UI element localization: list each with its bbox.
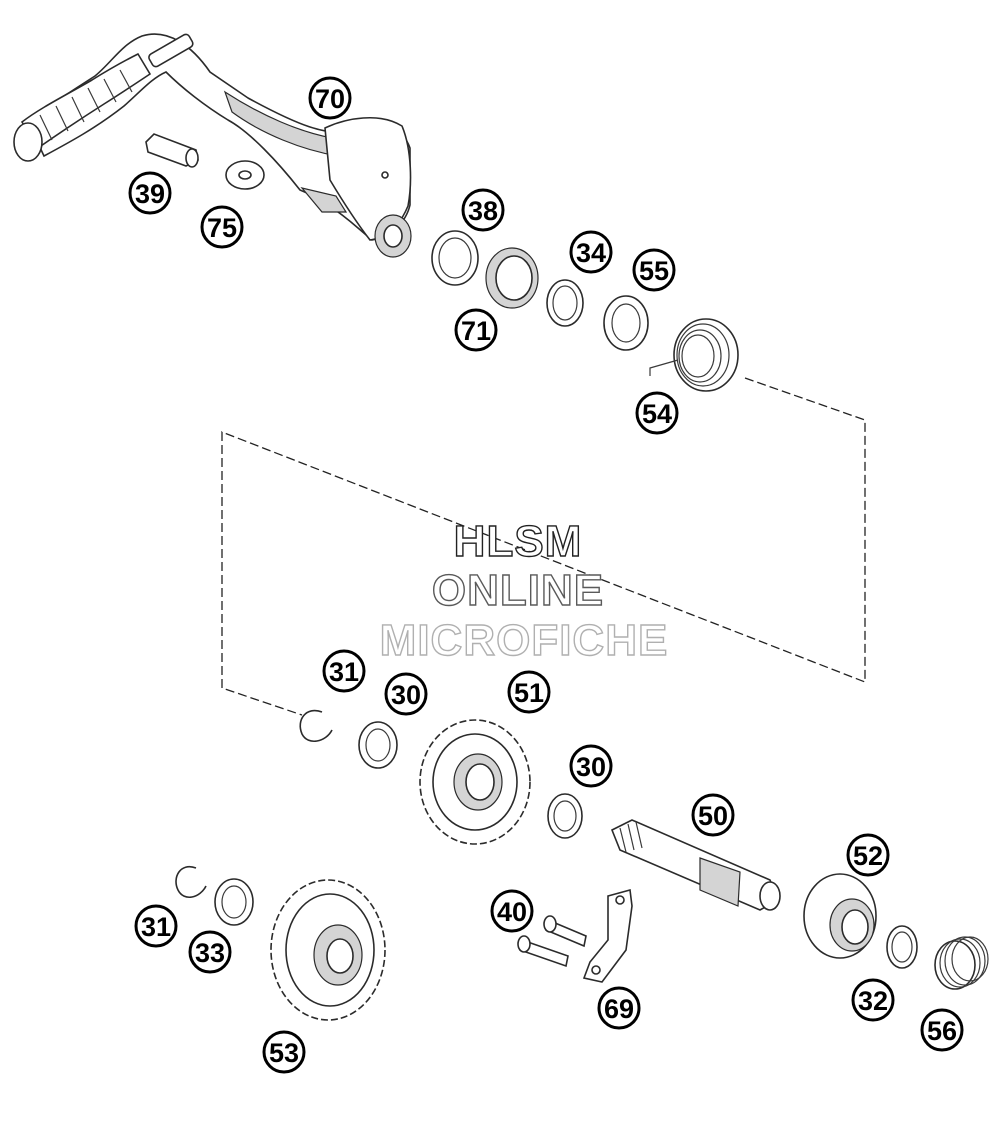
callout-56-compression-spring[interactable]: 56: [920, 1008, 964, 1052]
callout-51-kick-starter-gear[interactable]: 51: [507, 670, 551, 714]
callout-number: 54: [642, 399, 672, 429]
callout-number: 52: [853, 841, 883, 871]
callout-52-ratchet-wheel[interactable]: 52: [846, 833, 890, 877]
callout-number: 50: [698, 801, 728, 831]
seal-ring-part[interactable]: [431, 230, 479, 286]
callout-number: 30: [576, 752, 606, 782]
watermark-line-2: ONLINE: [432, 566, 604, 615]
callout-75-washer[interactable]: 75: [200, 205, 244, 249]
watermark-line-3: MICROFICHE: [380, 616, 669, 665]
stop-plate-part[interactable]: [582, 888, 633, 983]
callout-33-washer[interactable]: 33: [188, 930, 232, 974]
callout-circle: [920, 1008, 964, 1052]
callout-circle: [569, 744, 613, 788]
callout-circle: [691, 793, 735, 837]
compression-spring-part[interactable]: [934, 936, 989, 990]
bushing-part[interactable]: [485, 247, 539, 309]
washer-30-right-part[interactable]: [547, 793, 583, 839]
callout-32-washer[interactable]: 32: [851, 978, 895, 1022]
screw-part[interactable]: [517, 915, 587, 968]
callout-number: 30: [391, 680, 421, 710]
callout-circle: [507, 670, 551, 714]
callout-labels: 70 39 75 38 71 34 55 54 31 30 51 30 50 52 31 33 53 40 69 32…: [128, 76, 964, 1074]
ratchet-wheel-part[interactable]: [803, 873, 877, 959]
callout-53-intermediate-gear[interactable]: 53: [262, 1030, 306, 1074]
callout-circle: [200, 205, 244, 249]
circlip-upper-part[interactable]: [299, 709, 333, 742]
callout-circle: [632, 248, 676, 292]
callout-34-washer[interactable]: 34: [569, 230, 613, 274]
callout-number: 75: [207, 213, 237, 243]
callout-number: 34: [576, 238, 606, 268]
callout-71-bushing[interactable]: 71: [454, 308, 498, 352]
callout-number: 32: [858, 986, 888, 1016]
callout-number: 31: [141, 912, 171, 942]
callout-30-washer[interactable]: 30: [569, 744, 613, 788]
callout-50-kick-starter-shaft[interactable]: 50: [691, 793, 735, 837]
callout-circle: [454, 308, 498, 352]
watermark-line-1: HLSM: [454, 517, 583, 566]
callout-circle: [569, 230, 613, 274]
callout-54-torsion-spring[interactable]: 54: [635, 391, 679, 435]
callout-circle: [461, 188, 505, 232]
callout-number: 70: [315, 84, 345, 114]
assembly-dashed-line: [221, 377, 866, 716]
callout-31-circlip[interactable]: 31: [134, 904, 178, 948]
callout-circle: [308, 76, 352, 120]
pin-part[interactable]: [145, 133, 199, 168]
washer-34-part[interactable]: [546, 279, 584, 327]
callout-40-screw[interactable]: 40: [490, 889, 534, 933]
callout-circle: [384, 672, 428, 716]
spring-guide-part[interactable]: [603, 295, 649, 351]
callout-69-stop-plate[interactable]: 69: [597, 986, 641, 1030]
callout-circle: [846, 833, 890, 877]
washer-33-part[interactable]: [214, 878, 254, 926]
callout-39-pin[interactable]: 39: [128, 171, 172, 215]
callout-30-washer[interactable]: 30: [384, 672, 428, 716]
callout-55-spring-guide[interactable]: 55: [632, 248, 676, 292]
circlip-lower-part[interactable]: [175, 865, 207, 898]
washer-75-part[interactable]: [225, 160, 265, 190]
callout-number: 55: [639, 256, 669, 286]
callout-circle: [851, 978, 895, 1022]
callout-circle: [490, 889, 534, 933]
washer-32-part[interactable]: [886, 925, 918, 969]
callout-number: 40: [497, 897, 527, 927]
callout-circle: [188, 930, 232, 974]
callout-number: 31: [329, 657, 359, 687]
callout-31-circlip[interactable]: 31: [322, 649, 366, 693]
callout-number: 33: [195, 938, 225, 968]
callout-number: 56: [927, 1016, 957, 1046]
washer-30-left-part[interactable]: [358, 721, 398, 769]
callout-38-seal-ring[interactable]: 38: [461, 188, 505, 232]
kick-lever-grip: [13, 52, 152, 162]
callout-number: 71: [461, 316, 491, 346]
callout-number: 69: [604, 994, 634, 1024]
kick-starter-gear-part[interactable]: [419, 719, 531, 845]
callout-circle: [322, 649, 366, 693]
torsion-spring-part[interactable]: [649, 318, 739, 392]
callout-number: 38: [468, 196, 498, 226]
intermediate-gear-part[interactable]: [270, 879, 386, 1021]
callout-circle: [262, 1030, 306, 1074]
callout-circle: [635, 391, 679, 435]
callout-circle: [134, 904, 178, 948]
callout-number: 39: [135, 179, 165, 209]
callout-circle: [128, 171, 172, 215]
callout-circle: [597, 986, 641, 1030]
kick-starter-shaft-part[interactable]: [610, 819, 781, 911]
callout-70-kick-starter-lever[interactable]: 70: [308, 76, 352, 120]
callout-number: 51: [514, 678, 544, 708]
callout-number: 53: [269, 1038, 299, 1068]
watermark: HLSM ONLINE MICROFICHE: [379, 516, 669, 665]
